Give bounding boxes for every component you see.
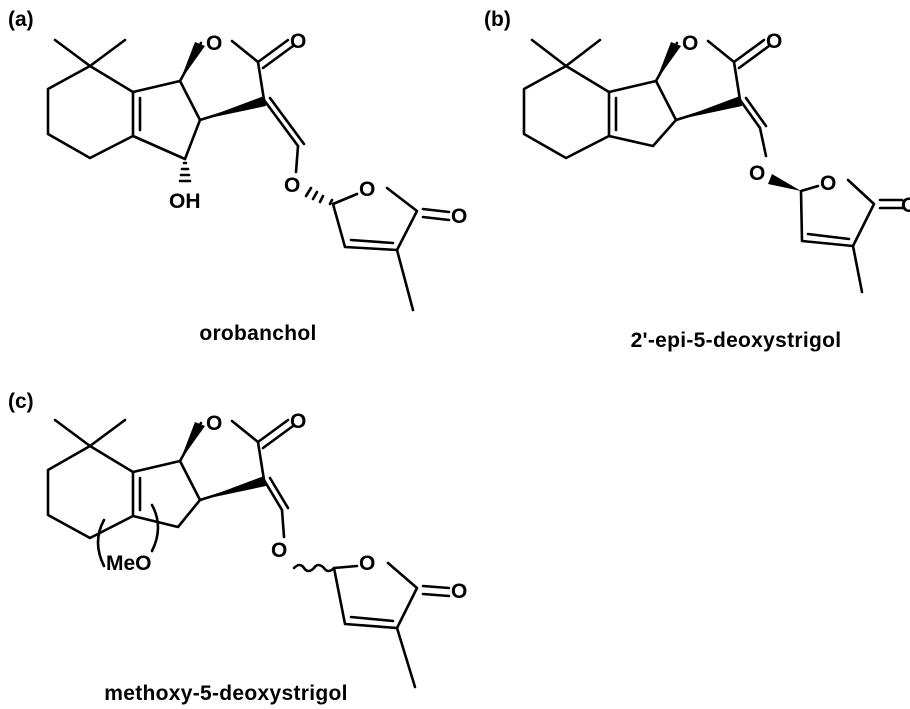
methoxy-group: MeO	[106, 552, 152, 575]
panel-methoxy-5-deoxystrigol: (c) O O MeO O O	[8, 390, 467, 705]
compound-name-a: orobanchol	[199, 322, 316, 345]
butenolide-ring-oxygen: O	[359, 178, 375, 201]
wedge-bond	[676, 96, 742, 120]
carbonyl-oxygen: O	[290, 30, 306, 53]
ether-oxygen: O	[749, 162, 765, 185]
wedge-bond	[180, 422, 205, 461]
hashed-bond	[304, 186, 334, 206]
wedge-bond	[200, 476, 266, 500]
butenolide-ring-oxygen: O	[820, 172, 836, 195]
ring-oxygen: O	[206, 32, 222, 55]
wedge-bond	[768, 174, 801, 191]
ring-oxygen: O	[682, 32, 698, 55]
carbonyl-oxygen: O	[766, 30, 782, 53]
butenolide-carbonyl-oxygen: O	[451, 205, 467, 228]
ring-oxygen: O	[206, 412, 222, 435]
compound-name-c: methoxy-5-deoxystrigol	[104, 682, 348, 705]
butenolide-ring-oxygen: O	[359, 552, 375, 575]
panel-orobanchol: (a)	[8, 8, 467, 345]
panel-label-a: (a)	[8, 8, 34, 31]
wedge-bond	[180, 42, 205, 81]
hydroxyl-group: OH	[169, 190, 201, 213]
ether-oxygen: O	[284, 174, 300, 197]
butenolide-carbonyl-oxygen: O	[901, 194, 910, 217]
skeleton-orobanchol	[46, 38, 451, 312]
skeleton-methoxy-5-deoxystrigol	[46, 418, 451, 689]
panel-label-c: (c)	[8, 390, 34, 413]
carbonyl-oxygen: O	[290, 410, 306, 433]
compound-name-b: 2'-epi-5-deoxystrigol	[631, 329, 842, 352]
skeleton-2-epi-5-deoxystrigol	[522, 38, 904, 294]
panel-label-b: (b)	[484, 8, 511, 31]
butenolide-carbonyl-oxygen: O	[451, 580, 467, 603]
hashed-bond	[178, 161, 192, 183]
wedge-bond	[200, 96, 266, 120]
panel-2-epi-5-deoxystrigol: (b) O O O O O 2'-epi-5-deoxystrigol	[484, 8, 910, 352]
wedge-bond	[656, 42, 681, 81]
ether-oxygen: O	[271, 539, 287, 562]
